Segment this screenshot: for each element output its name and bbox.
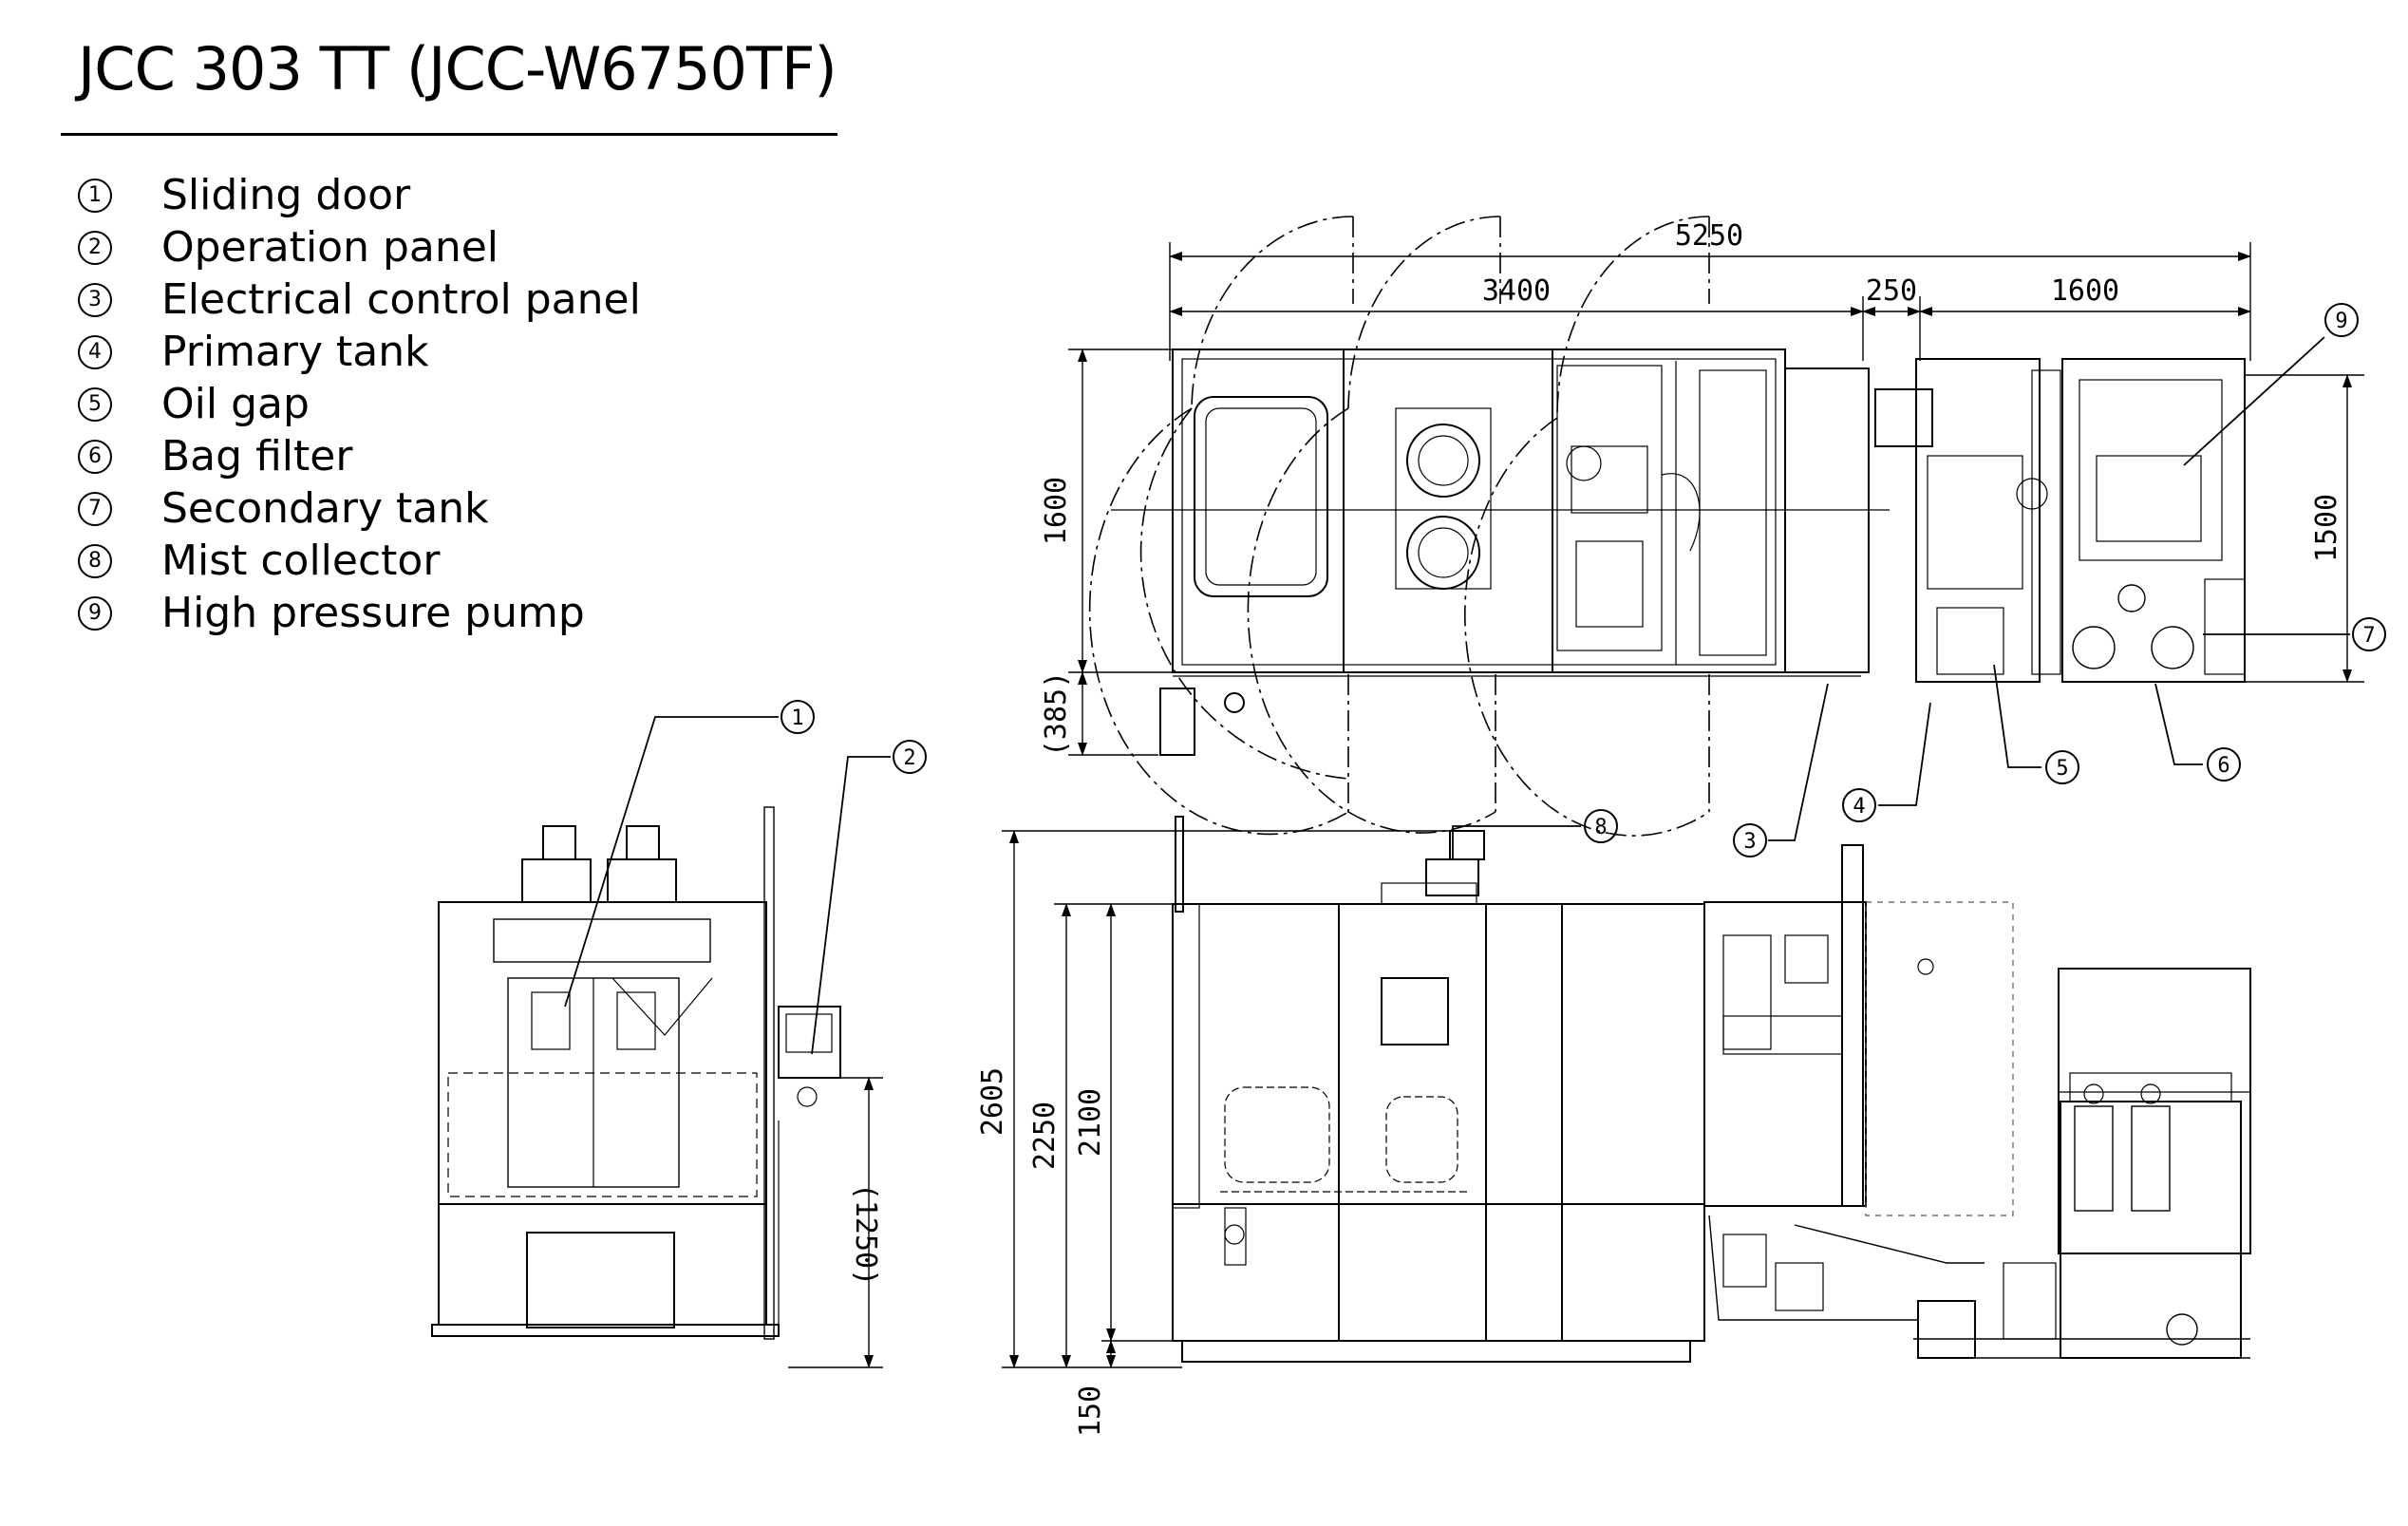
legend-number: 1	[78, 179, 112, 213]
legend-number: 5	[78, 387, 112, 422]
plan-view	[1088, 216, 2246, 837]
callout-2: 2	[903, 746, 915, 770]
legend-number: 7	[78, 492, 112, 526]
legend-label: High pressure pump	[161, 589, 585, 637]
legend-label: Mist collector	[161, 537, 441, 585]
legend-label: Sliding door	[161, 171, 411, 219]
legend-label: Secondary tank	[161, 484, 489, 533]
legend-number: 4	[78, 335, 112, 369]
front-view	[1172, 816, 2251, 1363]
callout-6: 6	[2217, 754, 2229, 778]
drawing-title: JCC 303 TT (JCC-W6750TF)	[78, 34, 837, 104]
dim-overall-length: 5250	[1675, 219, 1743, 253]
callout-5: 5	[2056, 757, 2068, 781]
plan-dimension-labels: 5250 3400 250 1600 1600 (385) 1500	[1040, 219, 2343, 757]
callout-3: 3	[1743, 830, 1756, 854]
dim-front-offset: (385)	[1040, 671, 1073, 757]
legend-label: Electrical control panel	[161, 275, 641, 324]
dim-tank-length: 1600	[2051, 274, 2119, 308]
dim-height-2100: 2100	[1074, 1088, 1107, 1157]
callout-8: 8	[1594, 816, 1607, 839]
legend-label: Bag filter	[161, 432, 353, 480]
legend-number: 9	[78, 596, 112, 631]
callout-1: 1	[791, 706, 803, 730]
dim-operation-height: (1250)	[849, 1183, 882, 1286]
dim-total-height: 2605	[976, 1067, 1009, 1136]
dim-machine-depth: 1600	[1040, 477, 1073, 545]
plan-dimensions	[1068, 242, 2364, 756]
dim-tank-depth: 1500	[2310, 494, 2343, 562]
dim-gap: 250	[1866, 274, 1917, 308]
callout-7: 7	[2362, 624, 2375, 648]
legend-label: Primary tank	[161, 328, 429, 376]
dim-height-2250: 2250	[1028, 1102, 1062, 1170]
legend-number: 3	[78, 283, 112, 317]
legend-number: 6	[78, 440, 112, 474]
legend-number: 2	[78, 231, 112, 265]
callouts	[564, 336, 2350, 1055]
side-dimensions	[788, 1077, 883, 1368]
legend-label: Operation panel	[161, 223, 499, 272]
front-dimensions	[1002, 830, 1450, 1368]
callout-4: 4	[1853, 795, 1865, 819]
legend-number: 8	[78, 544, 112, 578]
dim-base-height: 150	[1074, 1385, 1107, 1437]
side-view	[431, 806, 841, 1340]
front-dimension-labels: 2605 2250 2100 150	[976, 1067, 1107, 1437]
legend-label: Oil gap	[161, 380, 310, 428]
callout-badges: 1 2 3 4 5 6 7 8 9	[781, 303, 2386, 857]
dim-machine-length: 3400	[1482, 274, 1551, 308]
title-underline	[61, 133, 837, 136]
callout-9: 9	[2335, 310, 2347, 333]
